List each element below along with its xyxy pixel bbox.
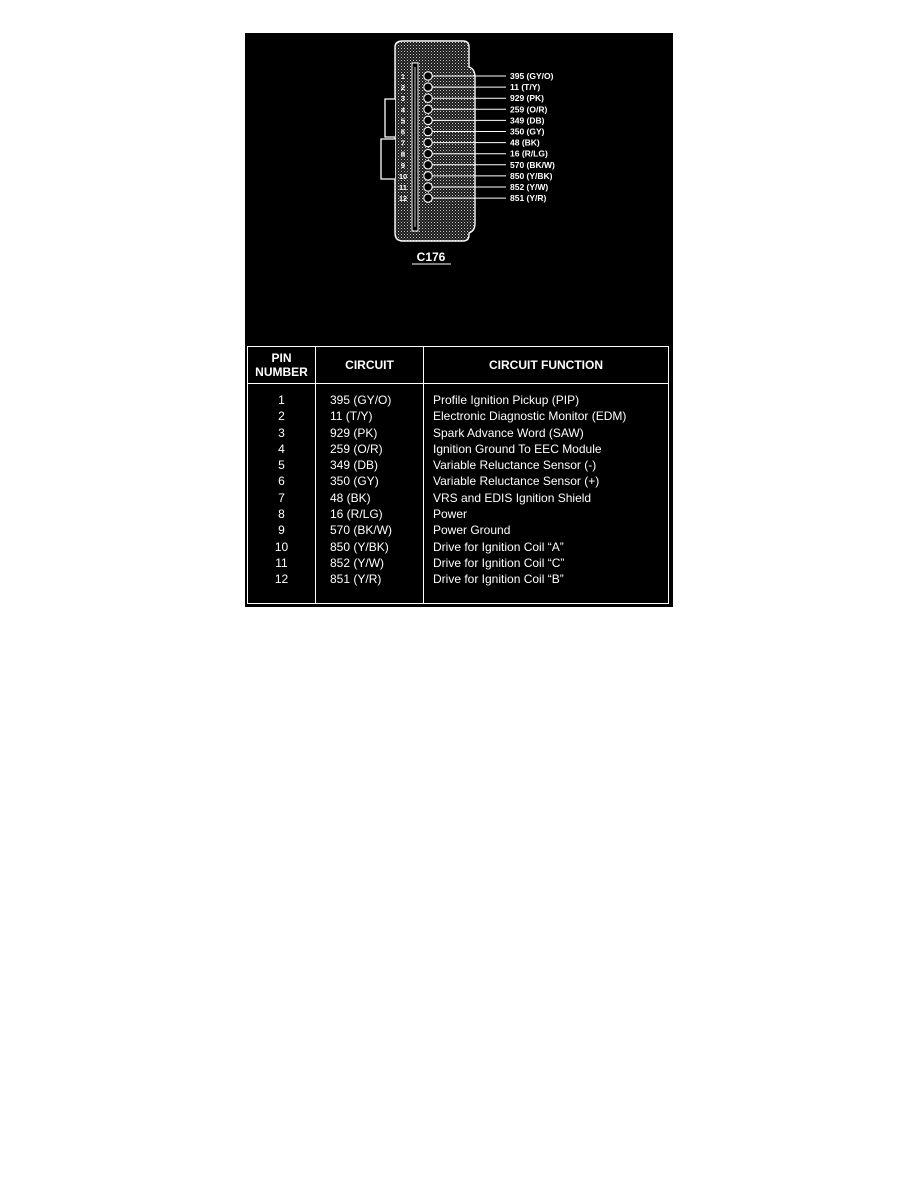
- pin-terminal: [423, 148, 433, 159]
- circuit-cell: 850 (Y/BK): [330, 539, 389, 554]
- pin-terminal: [423, 171, 433, 181]
- pin-number-cell: 12: [274, 572, 289, 587]
- pin-terminal: [423, 193, 433, 203]
- header-circuit-function: CIRCUIT FUNCTION: [423, 347, 668, 384]
- pin-number-cell: 4: [278, 441, 285, 456]
- header-pin-line2: NUMBER: [255, 365, 308, 379]
- circuit-callout-label: 570 (BK/W): [510, 160, 555, 170]
- pin-number-label: 8: [401, 150, 405, 159]
- circuit-function-cell: Profile Ignition Pickup (PIP): [433, 393, 580, 407]
- pin-terminal: [423, 104, 433, 115]
- circuit-cell: 48 (BK): [330, 490, 371, 505]
- circuit-callout-label: 850 (Y/BK): [510, 171, 553, 181]
- pin-terminal: [423, 126, 433, 137]
- circuit-column: 395 (GY/O) 11 (T/Y)929 (PK)259 (O/R) 349 (…: [315, 383, 424, 603]
- circuit-function-cell: Drive for Ignition Coil “C”: [433, 555, 565, 570]
- pin-number-cell: 11: [275, 555, 288, 570]
- circuit-function-cell: Drive for Ignition Coil “A”: [433, 539, 564, 554]
- pin-number-label: 11: [399, 183, 407, 192]
- circuit-callout-label: 48 (BK): [510, 138, 540, 148]
- circuit-callout-label: 852 (Y/W): [510, 182, 548, 192]
- circuit-function-cell: Power: [433, 507, 468, 522]
- circuit-function-cell: Spark Advance Word (SAW): [433, 425, 584, 440]
- circuit-callout-label: 259 (O/R): [510, 104, 547, 114]
- pin-number-label: 10: [399, 172, 407, 181]
- circuit-callout-label: 16 (R/LG): [510, 149, 548, 159]
- circuit-cell: 851 (Y/R): [330, 572, 382, 587]
- pin-number-cell: 5: [278, 458, 285, 473]
- circuit-cell: 259 (O/R): [330, 441, 383, 456]
- pin-number-label: 12: [399, 194, 407, 203]
- pin-number-cell: 2: [278, 409, 285, 424]
- pin-number-label: 9: [401, 161, 405, 170]
- circuit-function-cell: Electronic Diagnostic Monitor (EDM): [433, 409, 627, 424]
- pin-number-cell: 1: [278, 393, 285, 407]
- pin-terminal: [423, 115, 433, 126]
- circuit-function-cell: Variable Reluctance Sensor (-): [433, 458, 597, 473]
- header-circuit: CIRCUIT: [315, 347, 424, 384]
- circuit-cell: 16 (R/LG): [330, 507, 383, 522]
- circuit-callout-label: 349 (DB): [510, 115, 545, 125]
- pin-number-label: 7: [401, 139, 405, 148]
- circuit-callout-label: 11 (T/Y): [510, 82, 540, 92]
- connector-label: C176: [417, 250, 446, 264]
- pin-number-label: 5: [401, 116, 405, 125]
- pin-number-cell: 8: [278, 507, 285, 522]
- circuit-function-column: Profile Ignition Pickup (PIP) Electronic …: [423, 383, 668, 603]
- connector-latch-lower: [380, 138, 395, 180]
- pin-number-cell: 7: [278, 490, 285, 505]
- table-header-row: PIN NUMBER CIRCUIT CIRCUIT FUNCTION: [248, 347, 668, 384]
- pin-number-label: 2: [401, 83, 405, 92]
- circuit-function-cell: Power Ground: [433, 523, 511, 538]
- circuit-callout-label: 395 (GY/O): [510, 71, 554, 81]
- pin-number-cell: 10: [274, 539, 289, 554]
- header-pin-number: PIN NUMBER: [248, 347, 316, 384]
- pin-number-cell: 6: [278, 474, 285, 489]
- circuit-callout-label: 350 (GY): [510, 127, 545, 137]
- pin-terminal: [423, 82, 433, 92]
- circuit-cell: 11 (T/Y): [330, 409, 373, 424]
- connector-latch-upper: [384, 98, 395, 138]
- pin-terminal: [423, 160, 433, 170]
- pin-number-cell: 9: [278, 523, 285, 538]
- pin-terminal: [423, 137, 433, 148]
- circuit-cell: 395 (GY/O): [330, 393, 392, 407]
- pin-number-label: 4: [401, 105, 406, 114]
- pin-number-cell: 3: [278, 425, 285, 440]
- circuit-function-cell: Ignition Ground To EEC Module: [433, 441, 602, 456]
- circuit-cell: 570 (BK/W): [330, 523, 393, 538]
- pin-terminal: [423, 93, 433, 103]
- circuit-function-cell: Variable Reluctance Sensor (+): [433, 474, 600, 489]
- pin-number-label: 6: [401, 128, 405, 137]
- circuit-cell: 350 (GY): [330, 474, 379, 489]
- pin-number-label: 1: [401, 72, 405, 81]
- connector-body: [394, 40, 476, 242]
- circuit-cell: 852 (Y/W): [330, 555, 385, 570]
- pin-number-label: 3: [401, 94, 405, 103]
- pin-terminal: [423, 182, 433, 192]
- circuit-callout-label: 851 (Y/R): [510, 193, 547, 203]
- pin-terminal: [423, 71, 433, 81]
- circuit-function-cell: VRS and EDIS Ignition Shield: [433, 490, 592, 505]
- header-pin-line1: PIN: [271, 351, 292, 365]
- circuit-cell: 929 (PK): [330, 425, 378, 440]
- circuit-cell: 349 (DB): [330, 458, 379, 473]
- circuit-function-cell: Drive for Ignition Coil “B”: [433, 572, 564, 587]
- circuit-callouts: 395 (GY/O)11 (T/Y)929 (PK)259 (O/R)349 (…: [432, 71, 555, 203]
- circuit-callout-label: 929 (PK): [510, 93, 544, 103]
